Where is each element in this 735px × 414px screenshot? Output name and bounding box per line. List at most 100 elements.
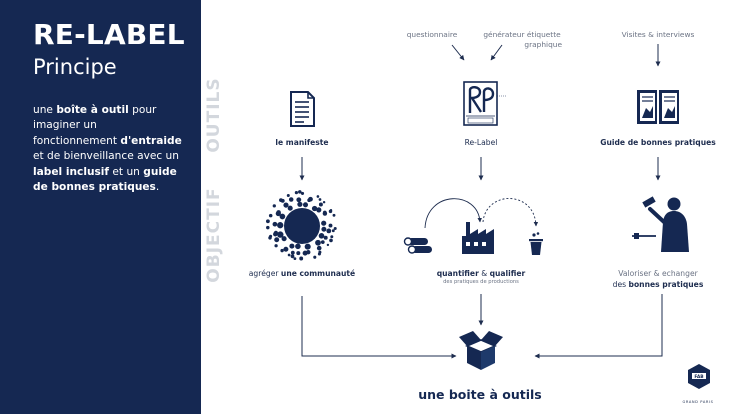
community-dot — [320, 240, 325, 244]
result-label: une boite à outils — [418, 387, 542, 402]
community-dot — [268, 213, 273, 218]
craftsman-icon — [632, 196, 689, 252]
text-segment: d'entraide — [120, 134, 182, 147]
community-dot — [296, 197, 302, 203]
community-dot — [273, 230, 278, 235]
text-segment: et de bienveillance avec un — [33, 150, 179, 163]
text-segment: agréger — [248, 269, 281, 278]
text-segment: . — [155, 181, 160, 194]
tool-label-guide: Guide de bonnes pratiques — [600, 138, 716, 147]
document-icon — [290, 91, 315, 127]
community-dot — [322, 211, 328, 216]
community-dot — [333, 226, 337, 231]
tool-label-relabel: Re-Label — [464, 138, 498, 147]
community-dot — [317, 252, 321, 256]
community-dot — [281, 236, 287, 242]
text-segment: des — [612, 280, 629, 289]
community-dot — [318, 232, 325, 239]
intro-line: de bonnes pratiques. — [33, 180, 183, 195]
book-icon — [637, 90, 679, 124]
text-segment: qualifier — [489, 269, 526, 278]
community-dot — [268, 236, 272, 240]
community-dot — [330, 235, 334, 239]
community-dot — [286, 193, 290, 198]
arrow-communaute-result — [301, 296, 457, 359]
community-dot — [322, 200, 326, 204]
community-dot — [295, 243, 301, 250]
open-box-icon — [459, 331, 503, 370]
community-dot — [304, 243, 311, 250]
community-dot — [298, 190, 302, 194]
intro-line: imaginer un — [33, 118, 183, 133]
community-dot — [323, 235, 328, 240]
text-segment: pour — [128, 104, 157, 116]
objective-label-communaute: agréger une communauté — [242, 269, 362, 278]
community-dot — [266, 225, 270, 230]
text-segment: imaginer un — [33, 119, 97, 132]
community-dot — [297, 201, 303, 207]
community-dot — [283, 246, 289, 252]
community-dot — [328, 209, 333, 214]
community-dot — [315, 239, 321, 246]
community-dot — [296, 251, 301, 256]
intro-line: fonctionnement d'entraide — [33, 134, 183, 149]
community-dot — [280, 198, 285, 203]
community-dot — [302, 202, 309, 208]
community-dot — [316, 245, 322, 251]
text-segment: bonnes pratiques — [628, 280, 704, 289]
cycle-arc-left — [424, 198, 482, 229]
intro-line: et de bienveillance avec un — [33, 149, 183, 164]
community-dot — [276, 210, 281, 215]
text-segment: boîte à outil — [56, 104, 129, 116]
community-dot — [274, 244, 278, 248]
community-dot — [265, 219, 270, 224]
intro-line: une boîte à outil pour — [33, 103, 183, 118]
community-dot — [290, 250, 295, 255]
sidebar-panel: RE-LABEL Principe une boîte à outil pour… — [0, 0, 201, 414]
community-dot — [300, 191, 305, 195]
arrow-valoriser-result — [534, 294, 663, 359]
logs-icon — [403, 237, 432, 254]
community-dot — [321, 220, 327, 226]
community-dot — [280, 248, 284, 253]
factory-icon — [462, 222, 494, 254]
community-dot — [277, 222, 284, 229]
community-dot — [321, 226, 327, 232]
objective-label-quantifier-sub: des pratiques de productions — [443, 279, 519, 285]
community-dot — [277, 231, 284, 238]
community-dot — [287, 205, 293, 211]
text-segment: quantifier — [436, 269, 479, 278]
community-dot — [326, 228, 332, 234]
input-questionnaire: questionnaire — [406, 30, 458, 39]
text-segment: une — [33, 104, 57, 116]
community-dot — [328, 223, 333, 228]
input-generateur-line2: graphique — [524, 40, 562, 49]
text-segment: & — [478, 269, 490, 278]
community-dot — [287, 253, 291, 257]
community-dot — [318, 202, 323, 207]
community-dot — [318, 198, 322, 201]
brand-subtitle: Principe — [33, 55, 117, 79]
text-segment: fonctionnement — [33, 134, 121, 147]
arrow-questionnaire — [451, 44, 465, 61]
relabel-logo-icon — [463, 81, 506, 126]
community-dot — [316, 195, 320, 198]
community-dot — [302, 250, 308, 256]
fab-logo-caption: GRAND PARIS — [682, 400, 714, 404]
input-visites: Visites & interviews — [621, 30, 695, 39]
arrow-generateur — [490, 44, 503, 61]
community-dot — [272, 221, 278, 227]
community-dot — [283, 202, 289, 208]
community-dot — [279, 213, 286, 220]
community-dot — [313, 255, 317, 259]
community-dot — [329, 238, 333, 243]
objective-label-valoriser-line1: Valoriser & echanger — [618, 269, 698, 278]
brand-title: RE-LABEL — [33, 18, 185, 51]
community-dot — [274, 237, 280, 243]
community-dot — [294, 191, 298, 195]
fab-logo-mark: FAB — [694, 374, 704, 380]
cycle-arc-right — [482, 198, 539, 227]
community-dot — [332, 213, 336, 217]
objective-label-quantifier: quantifier & qualifier — [421, 269, 541, 278]
